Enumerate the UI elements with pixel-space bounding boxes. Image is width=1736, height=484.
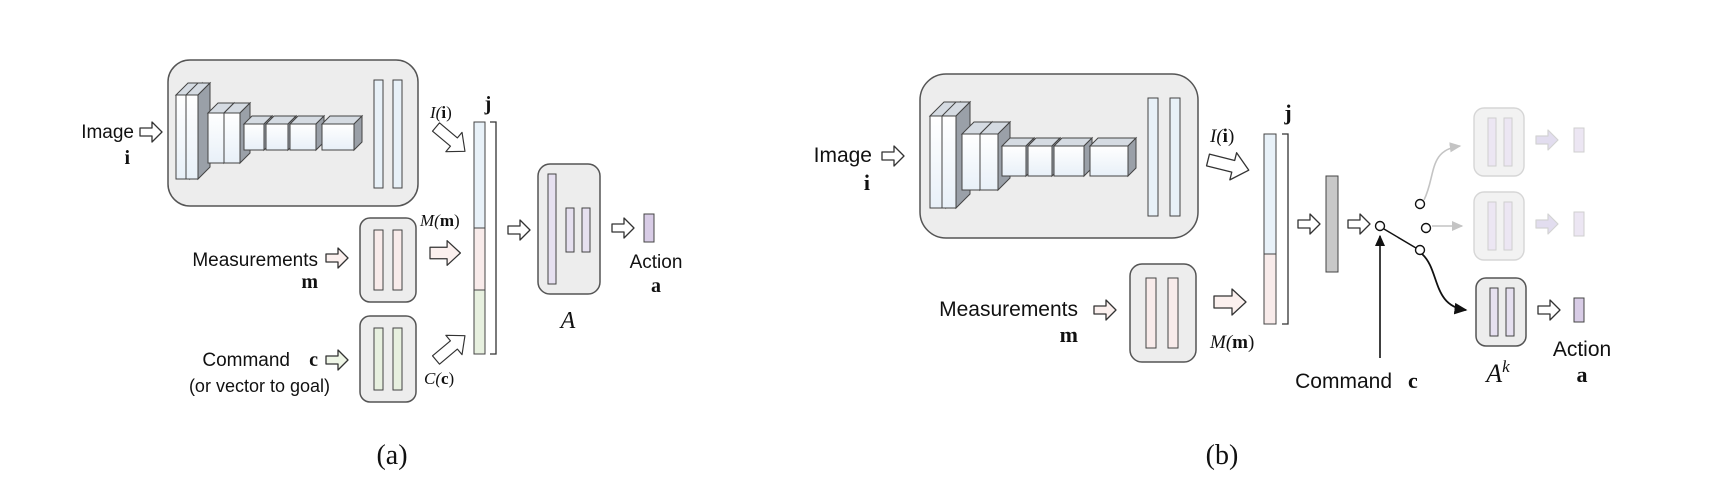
command-symbol-a: c (309, 349, 318, 371)
arrow-to-action-a (611, 217, 635, 239)
caption-b: (b) (1206, 440, 1239, 471)
measurements-module-b (1129, 263, 1197, 363)
inactive-branch-1 (1423, 107, 1585, 201)
command-label-b: Command (1295, 370, 1392, 393)
I-close-b: ) (1228, 126, 1234, 147)
fc-bar-image-b-2 (1169, 97, 1181, 217)
M-arg-b: m (1232, 332, 1248, 353)
j-label-b: j (1283, 100, 1291, 125)
svg-text:C(c): C(c) (424, 369, 454, 388)
measurements-label-b: Measurements (939, 298, 1078, 321)
conv-layers-a (174, 81, 364, 181)
command-module-a (359, 315, 417, 403)
M-close-b: ) (1248, 332, 1254, 353)
input-arrow-measurements-a (325, 247, 349, 269)
arrow-I-a (427, 116, 474, 162)
I-fn-b: I( (1209, 126, 1224, 147)
arrow-to-fc-b (1297, 213, 1321, 235)
A-label-b: A (1484, 359, 1502, 388)
svg-text:M(m): M(m) (419, 211, 460, 230)
I-fn-a: I( (429, 103, 443, 122)
conv-layers-b (928, 100, 1138, 210)
action-label-a: Action (630, 252, 683, 273)
image-label-b: Image (814, 144, 872, 167)
command-switch-b (1374, 198, 1432, 358)
M-fn-b: M( (1209, 332, 1234, 353)
I-arg-b: i (1223, 126, 1228, 147)
command-label-a: Command (202, 350, 290, 371)
fc-bar-image-a-1 (373, 79, 384, 189)
shared-fc-b (1325, 175, 1339, 273)
measurements-symbol-a: m (301, 271, 318, 293)
input-arrow-measurements-b (1093, 299, 1117, 321)
joint-vector-j-b (1263, 133, 1289, 325)
svg-text:I(i): I(i) (429, 103, 452, 122)
fc-bar-image-a-2 (392, 79, 403, 189)
svg-text:Ak: Ak (1484, 357, 1510, 388)
image-module-b (919, 73, 1199, 239)
arrow-to-A-a (507, 219, 531, 241)
I-close-a: ) (446, 103, 452, 122)
action-output-b (1573, 297, 1585, 323)
action-label-b: Action (1553, 338, 1611, 361)
input-arrow-image-b (881, 145, 905, 167)
arrow-I-b (1203, 145, 1253, 185)
C-arg-a: c (441, 369, 449, 388)
I-arg-a: i (441, 103, 446, 122)
active-branch (1421, 253, 1585, 347)
panel-a: Image i Measurements m Command c (or vec… (81, 59, 683, 471)
M-close-a: ) (454, 211, 460, 230)
A-label-a: A (559, 308, 576, 334)
C-fn-a: C( (424, 369, 442, 388)
arrow-M-a (429, 240, 462, 266)
C-close-a: ) (449, 369, 455, 388)
M-arg-a: m (440, 211, 454, 230)
image-symbol-b: i (864, 170, 870, 195)
inactive-branch-2 (1432, 191, 1585, 261)
svg-text:I(i): I(i) (1209, 126, 1234, 147)
arrow-to-switch-b (1347, 213, 1371, 235)
input-arrow-command-a (325, 349, 349, 371)
M-fn-a: M( (419, 211, 441, 230)
measurements-symbol-b: m (1060, 322, 1078, 347)
arrow-C-a (427, 325, 474, 371)
action-output-a (643, 213, 655, 243)
command-symbol-b: c (1408, 368, 1418, 393)
image-symbol-a: i (124, 147, 130, 169)
joint-vector-j-a (473, 121, 497, 355)
input-arrow-image-a (139, 121, 163, 143)
image-label-a: Image (81, 122, 134, 143)
A-sup-b: k (1502, 357, 1510, 376)
fc-bar-image-b-1 (1147, 97, 1159, 217)
panel-b: Image i Measurements m I(i) M(m) j (814, 73, 1611, 471)
measurements-module-a (359, 217, 417, 303)
j-label-a: j (484, 93, 492, 115)
caption-a: (a) (376, 440, 407, 471)
arrow-M-b (1213, 288, 1247, 316)
action-module-A-a (537, 163, 601, 295)
command-note-a: (or vector to goal) (189, 376, 330, 396)
action-symbol-b: a (1577, 362, 1588, 387)
action-symbol-a: a (651, 275, 661, 297)
image-module-a (167, 59, 419, 207)
measurements-label-a: Measurements (192, 250, 318, 271)
svg-text:M(m): M(m) (1209, 332, 1254, 353)
